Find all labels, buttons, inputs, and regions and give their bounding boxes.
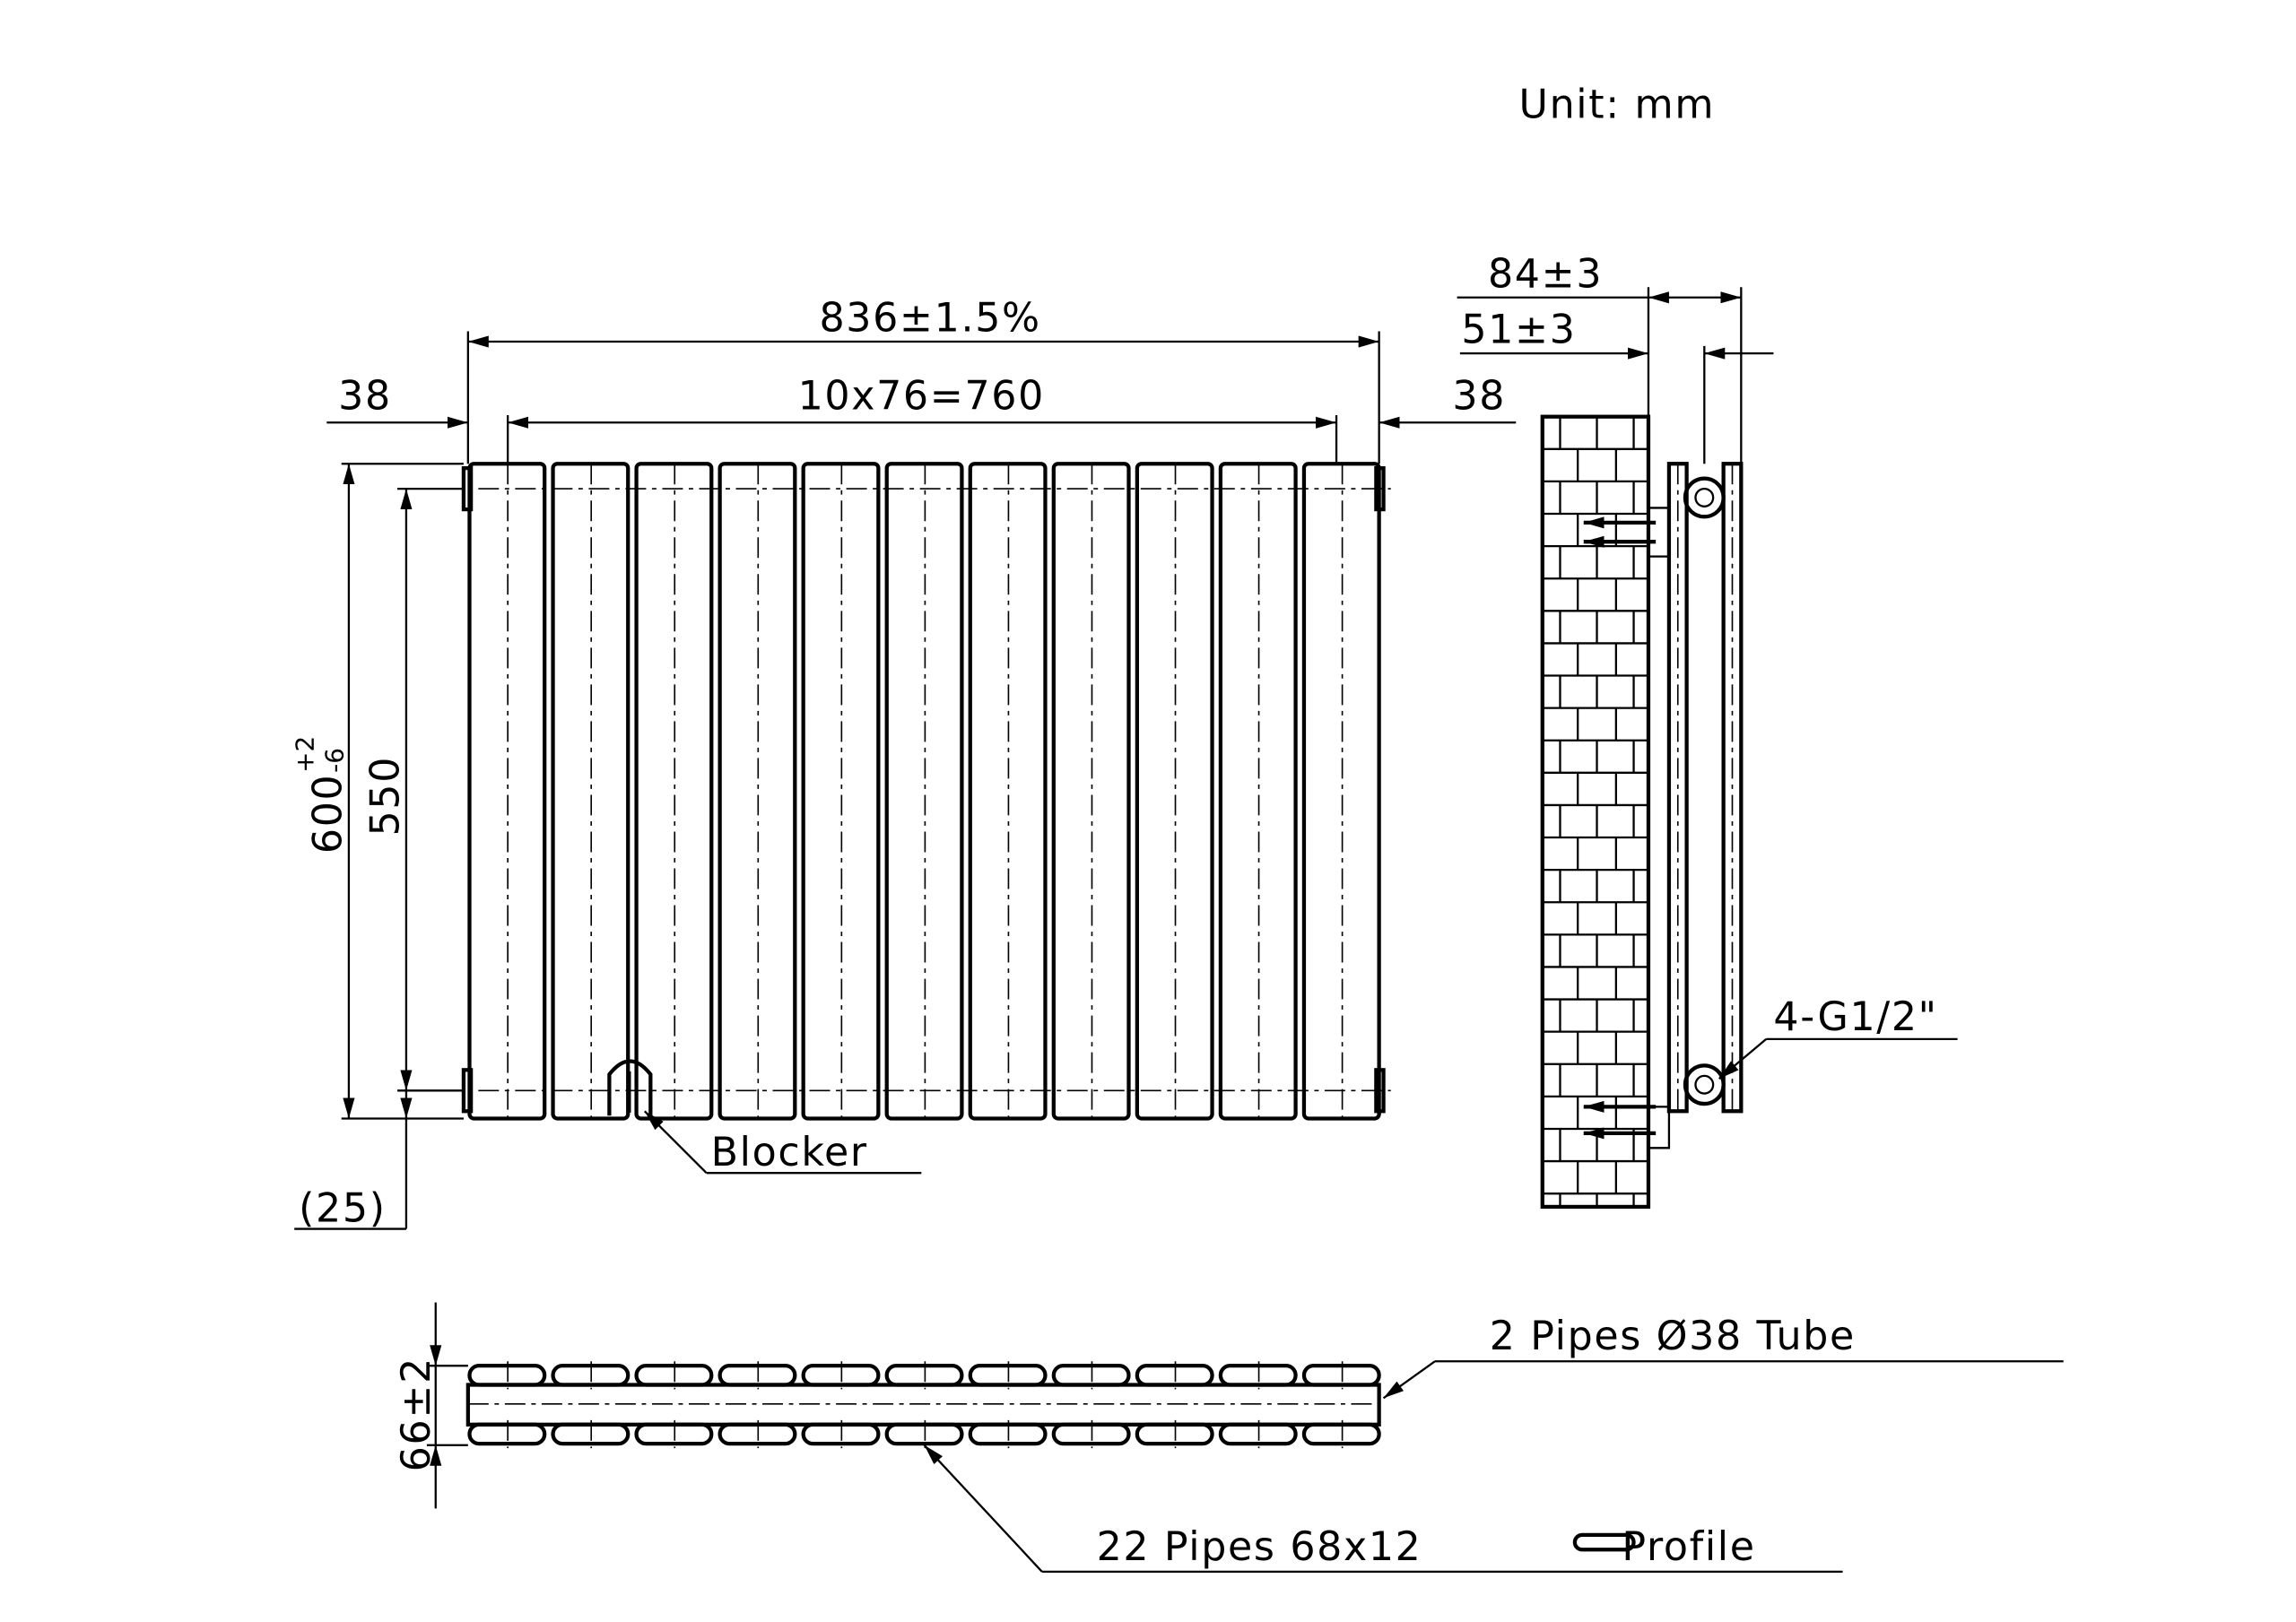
- left-offset-label: 38: [338, 374, 392, 420]
- header-stub-tr: [1374, 466, 1386, 512]
- radiator-columns: [467, 462, 1381, 1121]
- dimension-depth: 66±2: [394, 1302, 468, 1509]
- blocker-callout: Blocker: [607, 1059, 922, 1175]
- right-offset-label: 38: [1452, 374, 1506, 420]
- blocker-icon: [607, 1059, 653, 1116]
- dimension-bottom-gap: (25): [294, 1090, 413, 1231]
- wall-bolts: [1583, 516, 1657, 1140]
- unit-label: Unit: mm: [1519, 82, 1716, 128]
- overall-width-label: 836±1.5%: [819, 296, 1040, 342]
- top-pipe-connection: [1683, 476, 1726, 519]
- front-view: 836±1.5% 10x76=760 38 38 600 +2 -6 550: [291, 296, 1517, 1231]
- top-bracket: [1648, 507, 1671, 558]
- brick-wall: [1540, 414, 1651, 1210]
- bottom-view: 66±2 2 Pipes Ø38 Tube 22 Pipes 68x12 Pro…: [394, 1302, 2064, 1574]
- header-stub-br: [1374, 1068, 1386, 1114]
- height-label: 600: [306, 774, 352, 854]
- side-view: 84±3 51±3 4-G1/2": [1457, 251, 1958, 1210]
- header-stub-tl: [461, 466, 474, 512]
- profile-sections: [467, 1361, 1381, 1449]
- depth-label: 66±2: [394, 1357, 439, 1471]
- profile-callout: 22 Pipes 68x12 Profile: [923, 1444, 1843, 1574]
- connection-callout: 4-G1/2": [1718, 994, 1958, 1080]
- bottom-pipe-connection: [1683, 1063, 1726, 1106]
- height-tolerance-plus: +2: [291, 736, 320, 773]
- blocker-label: Blocker: [711, 1130, 868, 1175]
- height-tolerance-minus: -6: [319, 748, 349, 773]
- dimension-depth-center: 51±3: [1459, 308, 1774, 464]
- pitch-label: 10x76=760: [798, 374, 1045, 420]
- tube-callout: 2 Pipes Ø38 Tube: [1382, 1314, 2064, 1400]
- header-stub-bl: [461, 1068, 474, 1114]
- connection-label: 4-G1/2": [1773, 994, 1937, 1040]
- dimension-height: 600 +2 -6: [291, 463, 464, 1120]
- radiator-side-profile: [1583, 462, 1744, 1149]
- depth-total-label: 84±3: [1488, 251, 1603, 297]
- profile-suffix-label: Profile: [1622, 1524, 1755, 1570]
- profile-label: 22 Pipes 68x12: [1097, 1524, 1422, 1570]
- depth-center-label: 51±3: [1461, 308, 1576, 353]
- dimension-pitch: 10x76=760 38 38: [326, 374, 1517, 464]
- dimension-overall-width: 836±1.5%: [466, 296, 1380, 464]
- dimension-pipe-centers: 550: [363, 487, 464, 1092]
- tube-label: 2 Pipes Ø38 Tube: [1490, 1314, 1856, 1359]
- bottom-bracket: [1648, 1106, 1671, 1149]
- dimension-depth-total: 84±3: [1457, 251, 1743, 464]
- pipe-centers-label: 550: [363, 756, 409, 836]
- bottom-gap-label: (25): [299, 1185, 387, 1231]
- profile-shape-icon: [1572, 1532, 1636, 1552]
